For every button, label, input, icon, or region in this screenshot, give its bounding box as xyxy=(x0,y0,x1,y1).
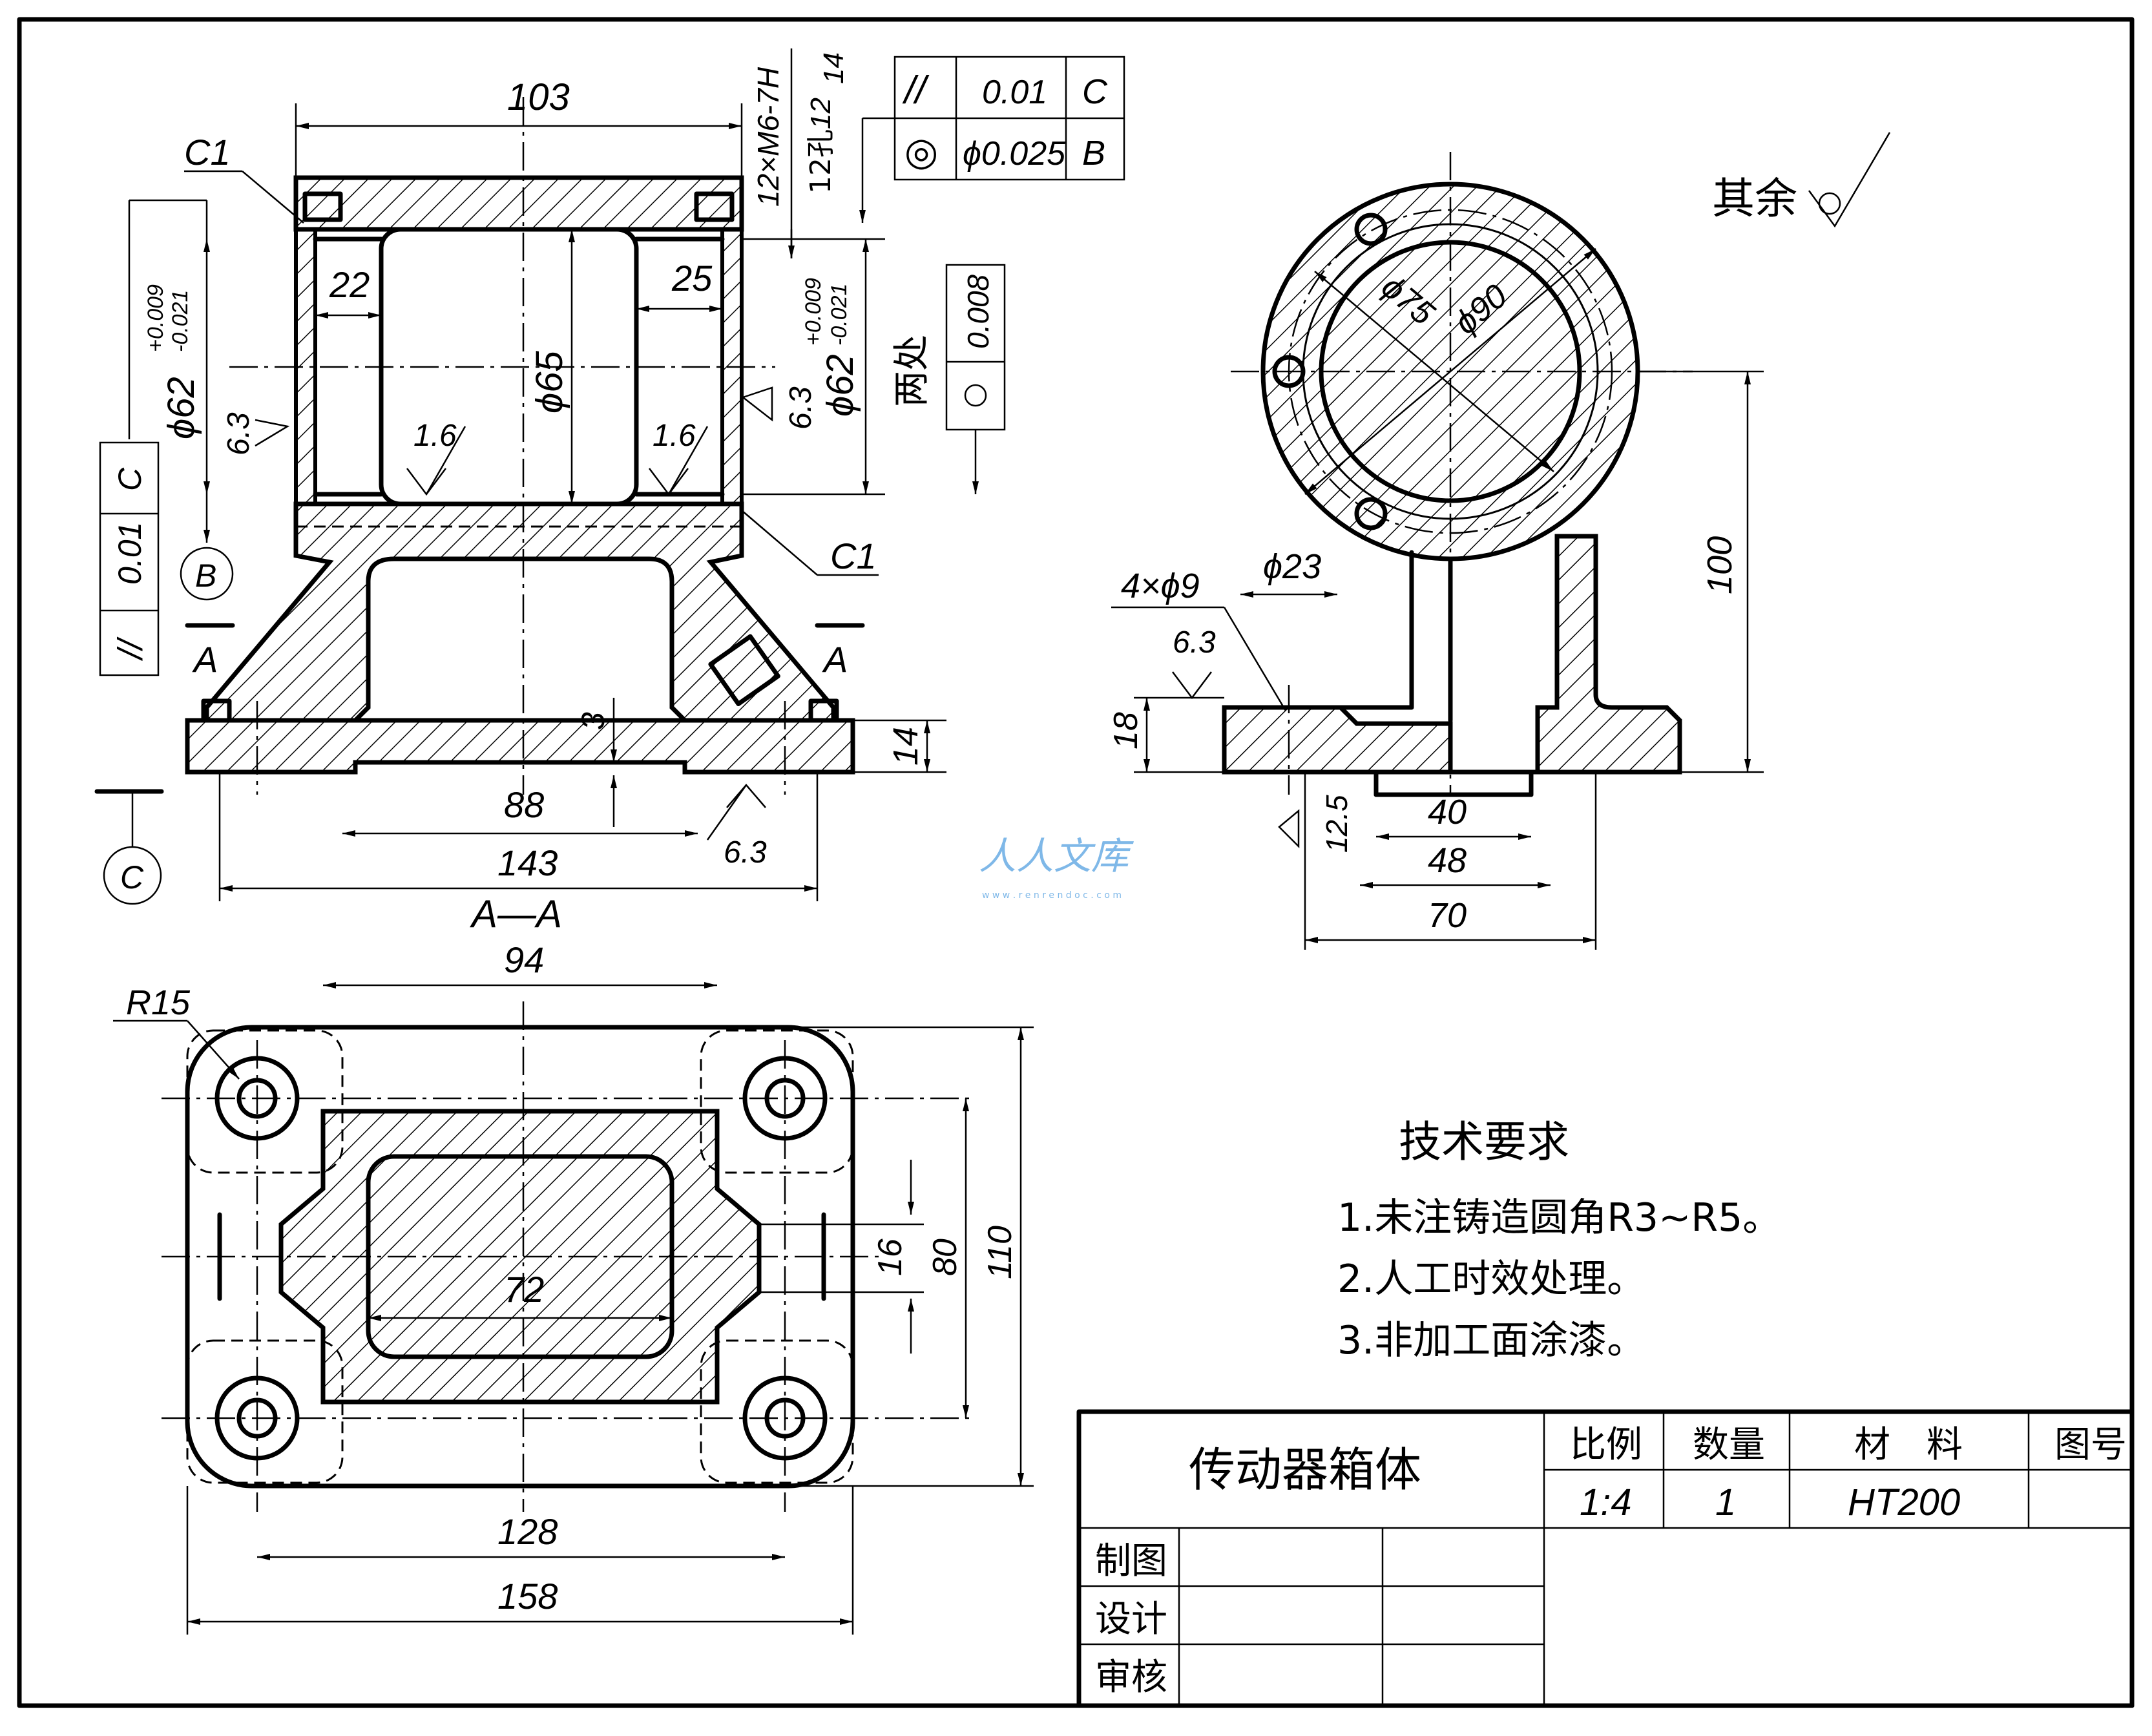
top-view: 94 R15 72 128 158 16 80 110 xyxy=(113,939,1034,1635)
fcf-left xyxy=(99,441,160,676)
front-section-view: 103 22 25 ϕ65 ϕ62 +0.009 -0.021 6.3 ϕ62 … xyxy=(94,48,1125,936)
section-label: A—A xyxy=(470,892,562,936)
svg-text:-0.021: -0.021 xyxy=(168,290,193,352)
part-name: 传动器箱体 xyxy=(1189,1443,1421,1497)
cut-label-a-right: A xyxy=(822,639,848,680)
svg-text:B: B xyxy=(1082,134,1105,173)
dim-40: 40 xyxy=(1428,793,1467,831)
svg-text:-0.021: -0.021 xyxy=(827,284,851,346)
svg-text://: // xyxy=(902,68,930,112)
thread-callout-2: 12孔 xyxy=(804,129,837,194)
header-scale: 比例 xyxy=(1570,1424,1642,1466)
dim-72: 72 xyxy=(504,1269,544,1310)
rough-6.3-left: 6.3 xyxy=(222,412,256,455)
drawing-border xyxy=(17,17,2135,1708)
dim-80: 80 xyxy=(926,1239,964,1276)
base-section xyxy=(185,718,855,775)
svg-text:C: C xyxy=(1082,72,1108,111)
dim-25: 25 xyxy=(671,258,713,298)
cut-label-a-left: A xyxy=(192,639,218,680)
dim-3: 3 xyxy=(575,712,611,730)
side-base-left xyxy=(1222,705,1453,775)
dim-100: 100 xyxy=(1700,536,1739,594)
value-scale: 1:4 xyxy=(1580,1481,1632,1523)
watermark-text: 人人文库 xyxy=(979,834,1134,878)
value-material: HT200 xyxy=(1848,1481,1960,1523)
header-material: 材 料 xyxy=(1854,1424,1963,1466)
dim-phi23: ϕ23 xyxy=(1263,547,1321,586)
header-drawing-no: 图号 xyxy=(2054,1424,2127,1466)
label-designed: 设计 xyxy=(1095,1598,1167,1640)
svg-text://: // xyxy=(111,636,150,662)
rough-12.5: 12.5 xyxy=(1320,795,1353,853)
chamfer-c1-bottom: C1 xyxy=(830,536,877,576)
dim-22: 22 xyxy=(329,264,370,305)
datum-b-circle xyxy=(180,547,234,601)
dim-r15: R15 xyxy=(126,983,191,1022)
dim-phi62-right: ϕ62 xyxy=(819,354,861,417)
header-qty: 数量 xyxy=(1693,1424,1765,1466)
thread-depth-14: 14 xyxy=(818,52,850,84)
watermark: 人人文库 w w w . r e n r e n d o c . c o m xyxy=(979,834,1134,901)
watermark-url: w w w . r e n r e n d o c . c o m xyxy=(982,890,1122,901)
tech-req-title: 技术要求 xyxy=(1399,1117,1569,1167)
side-view: ϕ90 ϕ75 100 4×ϕ9 ϕ23 6.3 18 12.5 40 48 7… xyxy=(1107,152,1764,950)
dim-103: 103 xyxy=(507,76,570,118)
rough-6.3-side: 6.3 xyxy=(1173,625,1216,660)
svg-text:C: C xyxy=(112,467,148,491)
tech-req-item-2: 2.人工时效处理。 xyxy=(1337,1257,1645,1302)
side-leg-section xyxy=(1535,534,1682,775)
label-checked: 审核 xyxy=(1095,1657,1167,1699)
top-rib-section xyxy=(278,1109,762,1405)
value-qty: 1 xyxy=(1715,1481,1736,1523)
thread-hole-12: 12 xyxy=(805,98,837,129)
svg-text:0.008: 0.008 xyxy=(961,274,995,349)
dim-48: 48 xyxy=(1428,841,1467,880)
dim-110: 110 xyxy=(981,1226,1019,1279)
dim-14: 14 xyxy=(886,727,925,766)
top-flange-section xyxy=(293,175,744,232)
dim-158: 158 xyxy=(497,1576,558,1616)
svg-text:+0.009: +0.009 xyxy=(143,284,168,352)
datum-c-circle xyxy=(103,846,162,905)
svg-text:ϕ0.025: ϕ0.025 xyxy=(963,135,1066,173)
svg-text:0.01: 0.01 xyxy=(112,522,148,585)
datum-c: C xyxy=(120,859,144,895)
dim-94: 94 xyxy=(504,939,544,980)
svg-text:+0.009: +0.009 xyxy=(801,278,826,346)
dim-18: 18 xyxy=(1107,712,1145,749)
surface-note: 其余 xyxy=(1712,174,1797,224)
dim-70: 70 xyxy=(1428,896,1467,935)
roughness-symbol xyxy=(1808,132,1891,228)
svg-text:◎: ◎ xyxy=(904,129,938,174)
tech-req-item-3: 3.非加工面涂漆。 xyxy=(1337,1318,1645,1363)
dim-88: 88 xyxy=(504,784,544,825)
label-drawn: 制图 xyxy=(1095,1540,1167,1582)
tech-req-item-1: 1.未注铸造圆角R3~R5。 xyxy=(1337,1195,1781,1240)
rough-1.6-right: 1.6 xyxy=(653,419,696,453)
chamfer-c1-top: C1 xyxy=(184,132,231,173)
rough-6.3-right: 6.3 xyxy=(784,386,818,430)
dim-16: 16 xyxy=(872,1239,909,1276)
datum-b: B xyxy=(195,558,216,594)
svg-text:0.01: 0.01 xyxy=(982,74,1047,111)
thread-callout-1: 12×M6-7H xyxy=(751,67,785,207)
title-block: 传动器箱体 比例 数量 材 料 图号 1:4 1 HT200 制图 设计 审核 xyxy=(1076,1409,2135,1708)
rough-6.3-bottom: 6.3 xyxy=(724,835,767,870)
holes-callout: 4×ϕ9 xyxy=(1121,567,1200,605)
dim-128: 128 xyxy=(497,1511,558,1552)
lower-body-section xyxy=(204,501,836,723)
two-places: 两处 xyxy=(891,335,933,407)
dim-phi65: ϕ65 xyxy=(528,350,570,413)
tech-requirements: 技术要求 1.未注铸造圆角R3~R5。 2.人工时效处理。 3.非加工面涂漆。 xyxy=(1337,1117,1781,1363)
rough-1.6-left: 1.6 xyxy=(413,419,457,453)
dim-143: 143 xyxy=(497,842,558,883)
dim-phi62-left: ϕ62 xyxy=(160,377,202,439)
